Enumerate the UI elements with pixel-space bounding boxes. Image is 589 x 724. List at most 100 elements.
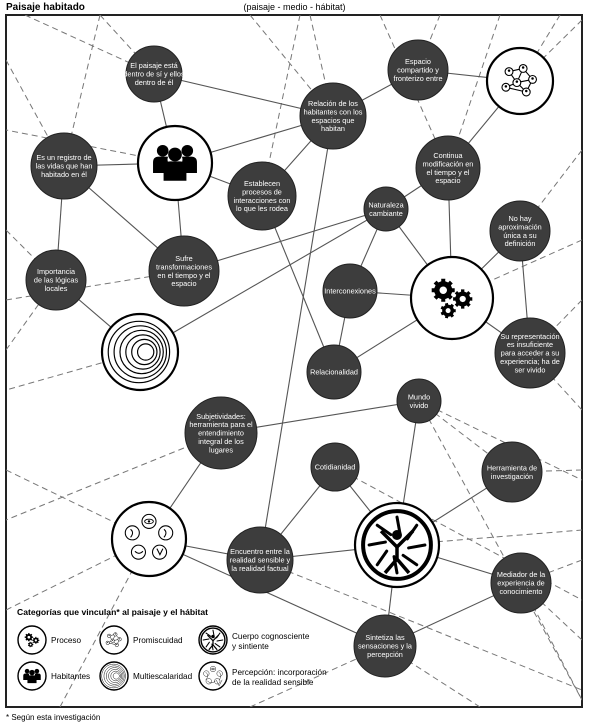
footnote: * Según esta investigación — [6, 713, 101, 722]
dashed-connector — [309, 15, 334, 117]
node-label: herramienta para el — [189, 420, 253, 429]
node-label: Relacionalidad — [310, 368, 358, 377]
node-label: para acceder a su — [501, 349, 559, 358]
rings-icon — [107, 320, 171, 384]
node-label: lo que les rodea — [236, 204, 289, 213]
node-label: fronterizo entre — [393, 74, 442, 83]
people-icon — [153, 144, 197, 181]
legend-label: Habitantes — [51, 672, 90, 681]
legend: Categorías que vinculan* al paisaje y el… — [17, 607, 327, 691]
node-label: Sufre — [175, 254, 192, 263]
node-circle — [299, 82, 367, 150]
legend-item: Promiscuidad — [99, 625, 183, 655]
node-label: compartido y — [397, 66, 439, 75]
legend-item: Proceso — [17, 625, 81, 655]
node-label: en el tiempo y el — [157, 271, 211, 280]
node-label: locales — [45, 284, 68, 293]
node-circle — [184, 396, 258, 470]
node-label: espacio — [435, 176, 460, 185]
dashed-connector — [511, 469, 582, 473]
node-circle — [489, 200, 551, 262]
node-circle — [30, 132, 98, 200]
node-label: espacios que — [311, 116, 354, 125]
hub-rings-icon — [100, 312, 180, 392]
hub-gears-icon — [409, 255, 495, 341]
dashed-connector — [520, 582, 582, 701]
legend-label: Percepción: incorporación — [232, 668, 327, 677]
node-label: ser vivido — [515, 365, 546, 374]
network-icon — [501, 63, 538, 97]
node-label: Naturaleza — [368, 200, 404, 209]
gears-icon — [431, 278, 473, 319]
legend-label: Cuerpo cognosciente — [232, 632, 310, 641]
dashed-connector — [63, 15, 101, 167]
node-label: percepción — [367, 650, 403, 659]
node-circle — [322, 263, 378, 319]
node-label: experiencia; ha de — [500, 357, 560, 366]
hub-circle — [110, 500, 188, 578]
node-label: dentro de él — [135, 78, 174, 87]
node-label: Subjetividades: — [196, 412, 246, 421]
legend-item: Habitantes — [17, 661, 90, 691]
node-label: lugares — [209, 445, 233, 454]
dashed-connector — [6, 129, 176, 164]
node-label: experiencia de — [497, 579, 544, 588]
node-label: Interconexiones — [324, 287, 376, 296]
diagram-frame — [5, 14, 583, 708]
node-label: aproximación — [498, 222, 541, 231]
dashed-connector — [418, 400, 582, 701]
node-circle — [310, 442, 360, 492]
node-label: investigación — [491, 472, 533, 481]
node-label: modificación en — [423, 159, 474, 168]
dashed-connector — [259, 559, 582, 691]
node-label: habitado en él — [41, 170, 87, 179]
legend-label: Proceso — [51, 636, 81, 645]
node-label: el tiempo y el — [427, 168, 470, 177]
node-label: de las lógicas — [34, 276, 79, 285]
node-label: Sintetiza las — [365, 633, 405, 642]
node-label: espacio — [171, 279, 196, 288]
connector-line — [139, 208, 387, 353]
node-circle — [226, 526, 294, 594]
node-label: vivido — [410, 401, 429, 410]
node-circle — [494, 317, 566, 389]
node-label: entendimiento — [198, 429, 244, 438]
legend-item: Multiescalaridad — [99, 661, 193, 691]
concept-node: Interconexiones — [322, 263, 378, 319]
node-label: única a su — [503, 231, 536, 240]
legend-label-line2: y sintiente — [232, 642, 269, 651]
dashed-connector — [249, 15, 334, 117]
node-label: Es un registro de — [36, 153, 91, 162]
connector-line — [259, 115, 334, 561]
node-circle — [148, 235, 220, 307]
dashed-connector — [451, 239, 582, 299]
node-label: No hay — [508, 214, 531, 223]
senses-icon — [124, 513, 174, 560]
node-circle — [363, 186, 409, 232]
hub-network-icon — [485, 46, 555, 116]
network-icon — [105, 632, 122, 647]
dashed-connector — [520, 582, 582, 641]
node-label: dentro de sí y ellos — [123, 70, 185, 79]
node-label: las vidas que han — [36, 162, 93, 171]
node-circle — [481, 441, 543, 503]
node-label: Establecen — [244, 179, 280, 188]
hub-senses-icon — [110, 500, 188, 578]
body-icon — [361, 509, 433, 581]
senses-icon — [203, 665, 223, 687]
node-label: integral de los — [198, 437, 244, 446]
node-label: Herramienta de — [487, 463, 537, 472]
legend-label-line2: de la realidad sensible — [232, 678, 314, 687]
